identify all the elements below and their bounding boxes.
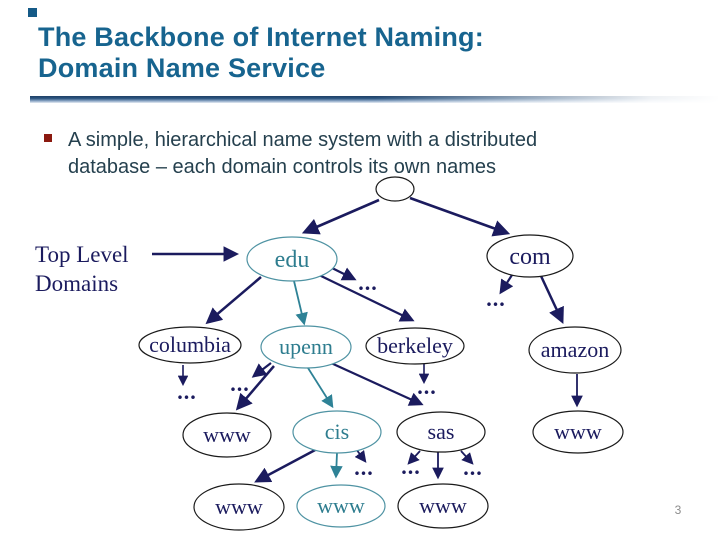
arrow-upenn-ellipsis [251,362,272,378]
arrow-sas-ellipsis-left [407,450,421,465]
arrow-sas-ellipsis-right [460,450,474,465]
upenn-node-label: upenn [279,334,333,359]
ellipsis-com: ... [486,286,506,311]
arrow-upenn-sas [330,361,424,406]
arrow-edu-columbia [205,276,262,325]
arrow-edu-ellipsis [331,267,357,281]
cis-node [292,410,382,454]
berkeley-node-label: berkeley [377,333,453,358]
cis-node-label: cis [325,419,349,444]
amazon-node-label: amazon [541,337,609,362]
ellipsis-sas-right: ... [463,455,483,480]
amazon-node [528,326,622,374]
bullet-item: A simple, hierarchical name system with … [44,127,537,181]
top-level-domains-label-line1: Top Level [35,242,129,267]
www-under-amazon-label: www [554,419,602,444]
ellipsis-cis: ... [354,455,374,480]
www-under-amazon-node [532,410,624,454]
arrow-edu-berkeley [318,274,415,322]
arrow-edu-upenn [293,280,308,326]
www-bottom-mid-label: www [317,493,365,518]
bullet-text-line2: database – each domain controls its own … [68,156,497,178]
www-bottom-left-label: www [215,494,263,519]
slide-title-line2: Domain Name Service [38,53,326,83]
com-node-label: com [509,244,551,270]
dns-tree-diagram: Top Level Domains ... ... ... ... ... ..… [35,176,624,531]
slide-title-line1: The Backbone of Internet Naming: [38,22,484,52]
arrow-cis-www-mid [330,452,343,479]
columbia-node-label: columbia [149,332,231,357]
title-underline-rule [30,96,720,103]
ellipsis-berkeley: ... [417,374,437,399]
com-node [486,234,574,278]
edu-node [246,236,338,282]
sas-node-label: sas [428,419,455,444]
arrow-root-edu [301,198,380,235]
columbia-node [138,326,242,364]
bullet-text-line1: A simple, hierarchical name system with … [68,129,538,151]
arrow-com-ellipsis [499,274,514,295]
www-bottom-right-node [397,483,489,529]
corner-accent-square [28,8,37,17]
arrow-upenn-cis [307,367,334,409]
arrow-cis-www-left [254,447,318,483]
sas-node [396,411,486,453]
ellipsis-upenn: ... [230,371,250,396]
edu-node-label: edu [275,247,310,273]
top-level-domains-label-line2: Domains [35,271,118,296]
www-under-upenn-label: www [203,422,251,447]
page-number: 3 [674,503,682,517]
www-bottom-mid-node [296,484,386,528]
ellipsis-columbia: ... [177,379,197,404]
bullet-text: A simple, hierarchical name system with … [68,127,537,181]
www-bottom-left-node [193,483,285,531]
berkeley-node [365,327,465,365]
arrow-com-amazon [539,275,564,324]
ellipsis-edu: ... [358,270,378,295]
www-under-upenn-node [182,412,272,458]
ellipsis-sas-left: ... [401,454,421,479]
slide-title: The Backbone of Internet Naming: Domain … [38,22,484,84]
www-bottom-right-label: www [419,493,467,518]
root-node [375,176,415,202]
upenn-node [260,325,352,369]
arrow-upenn-www [235,365,275,411]
arrow-root-com [409,196,511,237]
bullet-marker-icon [44,134,52,142]
